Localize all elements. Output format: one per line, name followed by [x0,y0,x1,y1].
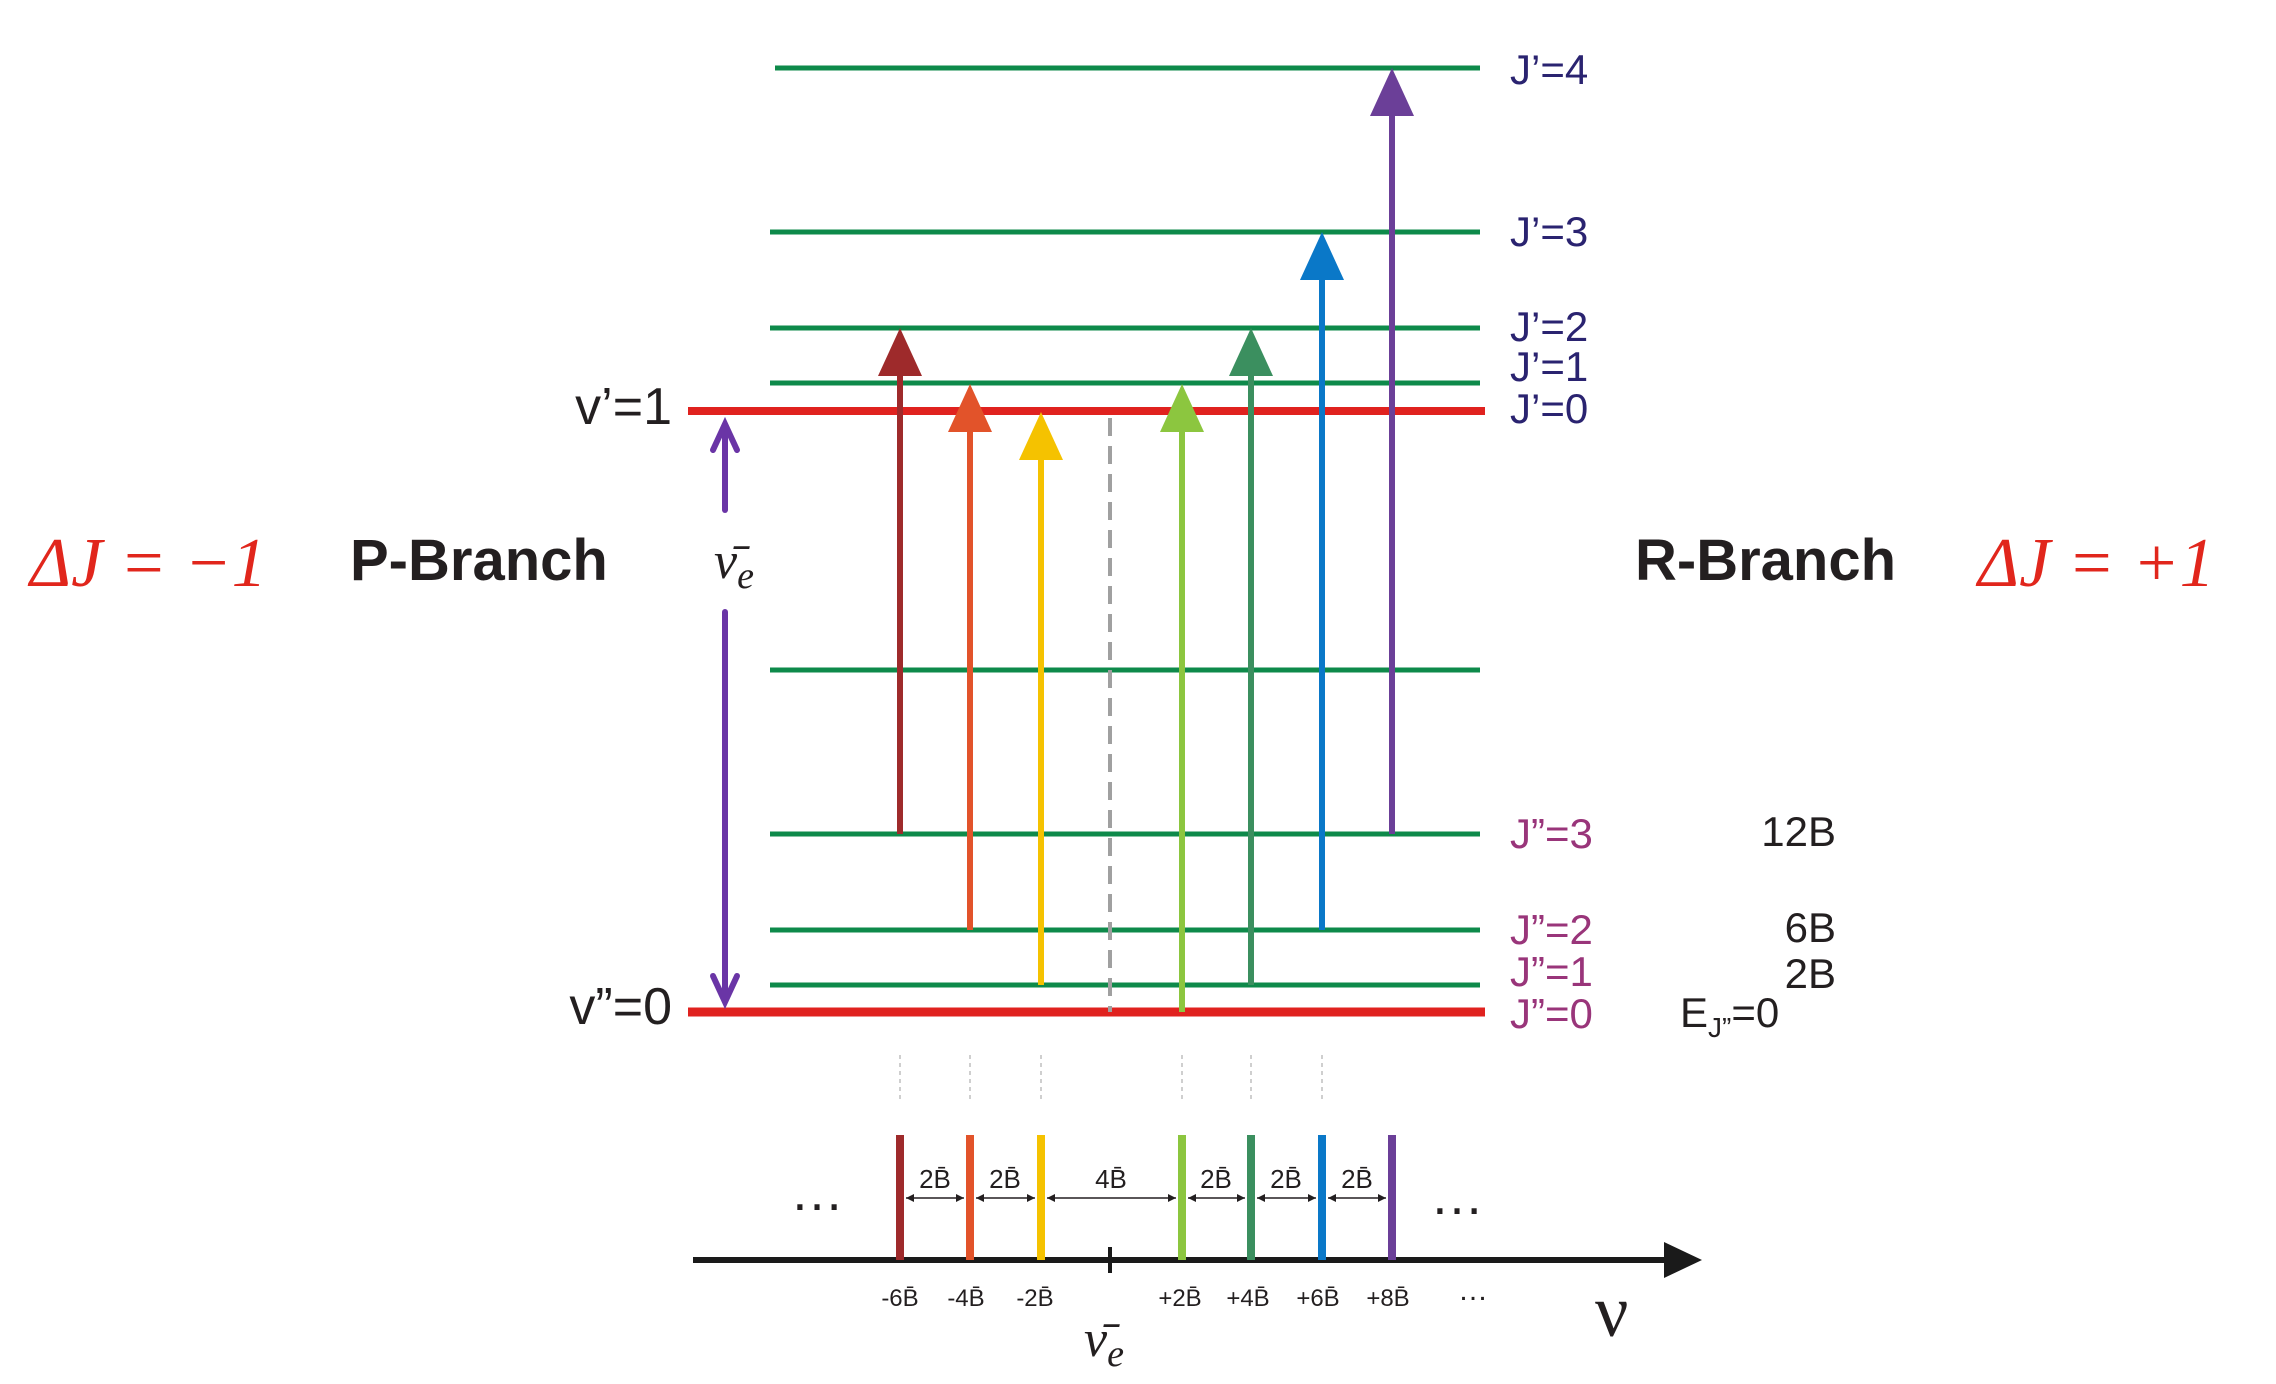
band-origin-arrow-upper-head [710,416,740,453]
label-j-upper-1: J’=1 [1510,343,1588,390]
spacing-arrowhead-3a [1047,1194,1055,1202]
energy-j2: 6B [1785,904,1836,951]
lower-j-labels: J”=3 J”=2 J”=1 J”=0 [1510,810,1593,1037]
spacing-arrowhead-2b [1027,1194,1035,1202]
tick-label-5: +4B̄ [1226,1285,1269,1312]
transition-p-j1-head [1019,412,1063,460]
tick-label-2: -4B̄ [947,1285,984,1312]
tick-labels: -6B̄ -4B̄ -2B̄ +2B̄ +4B̄ +6B̄ +8B̄ [881,1285,1409,1312]
v-lower-label: v”=0 [569,978,672,1036]
band-origin-axis-label-sub: e [1107,1333,1124,1375]
upper-rotational-levels [688,65,1485,415]
transition-r-j1-head [1229,328,1273,376]
rotational-energies: 12B 6B 2B EJ”=0 [1680,808,1836,1043]
band-origin-label: ν̄e [714,533,754,597]
tick-label-7: +8B̄ [1366,1285,1409,1312]
p-branch-label: P-Branch [350,528,608,593]
spacing-label-1: 2B̄ [919,1164,951,1194]
lower-rotational-levels [688,667,1485,1017]
label-j-lower-3: J”=3 [1510,810,1593,857]
spacing-arrowhead-6b [1378,1194,1386,1202]
upper-j-labels: J’=4 J’=3 J’=2 J’=1 J’=0 [1510,46,1588,432]
transition-p-j1 [1019,412,1063,985]
spacing-label-4: 2B̄ [1200,1164,1232,1194]
delta-j-r-label: ΔJ = +1 [1975,525,2215,602]
transition-r-j1 [1229,328,1273,985]
label-j-upper-3: J’=3 [1510,208,1588,255]
r-branch-label: R-Branch [1635,528,1896,593]
transition-p-j2-head [948,384,992,432]
spacing-arrowhead-4a [1188,1194,1196,1202]
spacing-arrowhead-2a [976,1194,984,1202]
energy-j0-main: E [1680,989,1708,1036]
transition-p-j3-head [878,328,922,376]
projection-lines [899,1055,1323,1100]
spacing-arrowhead-5a [1257,1194,1265,1202]
transition-r-j3 [1370,68,1414,834]
spectrum-dots-left: … [790,1162,844,1222]
tick-label-4: +2B̄ [1158,1285,1201,1312]
band-origin-arrow-lower-head [710,973,740,1010]
label-j-lower-0: J”=0 [1510,990,1593,1037]
energy-j0-tail: =0 [1731,989,1779,1036]
spacing-arrowhead-6a [1328,1194,1336,1202]
band-origin-label-sub: e [737,555,754,597]
transition-r-j0 [1160,384,1204,1012]
spacing-arrowhead-1a [906,1194,914,1202]
spacing-arrowhead-1b [956,1194,964,1202]
spacing-arrowhead-3b [1168,1194,1176,1202]
spacing-label-5: 2B̄ [1270,1164,1302,1194]
label-j-lower-1: J”=1 [1510,948,1593,995]
transition-arrows [878,68,1414,1012]
transition-p-j2 [948,384,992,930]
spacing-arrowheads [906,1194,1386,1202]
tick-dots: … [1458,1274,1488,1307]
tick-label-1: -6B̄ [881,1285,918,1312]
energy-j0-sub: J” [1708,1012,1731,1043]
spacing-arrowhead-5b [1308,1194,1316,1202]
spectral-lines [896,1135,1396,1260]
transition-r-j2 [1300,232,1344,930]
label-j-upper-2: J’=2 [1510,303,1588,350]
v-upper-label: v’=1 [575,378,672,436]
energy-j1: 2B [1785,950,1836,997]
label-j-upper-0: J’=0 [1510,385,1588,432]
band-origin-axis-label: ν̄e [1084,1311,1124,1375]
transition-r-j2-head [1300,232,1344,280]
spacing-label-3: 4B̄ [1095,1164,1127,1194]
frequency-axis-arrowhead [1664,1242,1702,1278]
spectrum-dots-right: … [1430,1166,1484,1226]
frequency-axis-label: ν [1595,1271,1628,1353]
energy-j3: 12B [1761,808,1836,855]
transition-r-j3-head [1370,68,1414,116]
transition-r-j0-head [1160,384,1204,432]
spacing-label-2: 2B̄ [989,1164,1021,1194]
spacing-label-6: 2B̄ [1341,1164,1373,1194]
spacing-arrowhead-4b [1237,1194,1245,1202]
delta-j-p-label: ΔJ = −1 [27,525,267,602]
tick-label-6: +6B̄ [1296,1285,1339,1312]
band-origin-arrow [710,416,740,1010]
spacing-labels: 2B̄ 2B̄ 4B̄ 2B̄ 2B̄ 2B̄ [919,1164,1373,1194]
energy-j0: EJ”=0 [1680,989,1779,1043]
frequency-axis [693,1242,1702,1278]
transition-p-j3 [878,328,922,834]
label-j-upper-4: J’=4 [1510,46,1588,93]
tick-label-3: -2B̄ [1016,1285,1053,1312]
label-j-lower-2: J”=2 [1510,906,1593,953]
